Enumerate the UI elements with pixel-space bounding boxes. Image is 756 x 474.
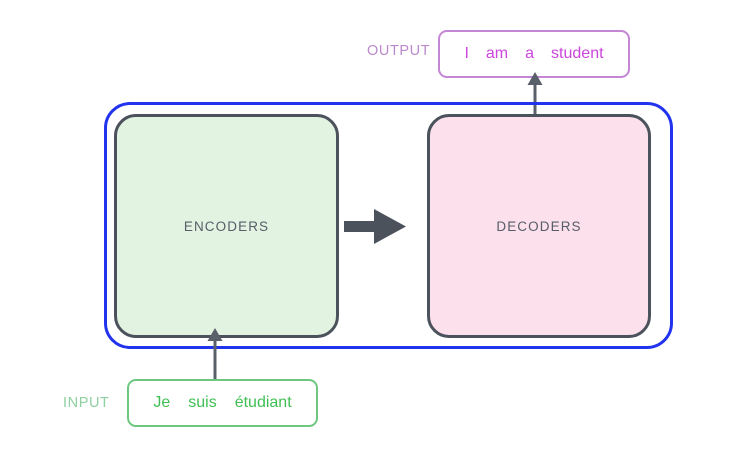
output-token: I [464,45,469,62]
output-token: am [485,45,509,62]
decoders-block: DECODERS [427,114,651,338]
output-token-list: I am a student [464,45,603,63]
encoders-label: ENCODERS [183,218,270,234]
input-token-list: Je suis étudiant [153,394,291,412]
transformer-outer-boundary [104,102,673,349]
input-label: INPUT [63,395,110,411]
input-sentence-box: Je suis étudiant [127,379,318,427]
input-token: Je [153,394,171,411]
input-token: étudiant [234,394,292,411]
input-token: suis [188,394,217,411]
output-token: a [525,45,535,62]
encoders-block: ENCODERS [114,114,339,338]
output-sentence-box: I am a student [438,30,630,78]
decoders-label: DECODERS [496,218,582,234]
output-token: student [551,45,604,62]
output-label: OUTPUT [367,43,431,59]
